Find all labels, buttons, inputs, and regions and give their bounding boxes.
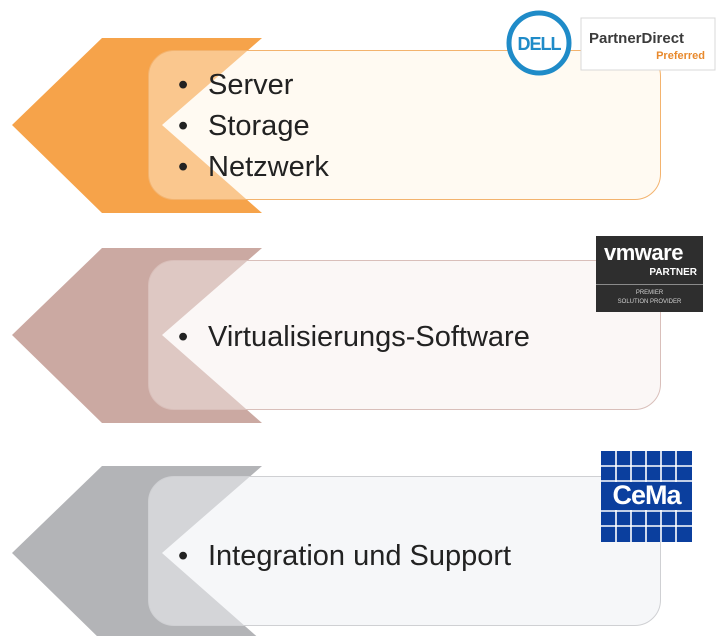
dell-logo-icon: DELL bbox=[506, 10, 716, 76]
vmware-wordmark: vmware bbox=[604, 240, 683, 265]
cema-grid-icon bbox=[601, 451, 692, 542]
solution-provider-label: SOLUTION PROVIDER bbox=[617, 299, 682, 305]
service-row-virtualization: Virtualisierungs-Software bbox=[0, 248, 718, 423]
bullet-item: Integration und Support bbox=[178, 536, 511, 577]
premier-label: PREMIER bbox=[635, 290, 664, 296]
logo-divider bbox=[596, 284, 703, 285]
service-row-support: Integration und Support bbox=[0, 466, 718, 636]
partnerdirect-label: PartnerDirect bbox=[589, 30, 685, 47]
bullet-item: Storage bbox=[178, 106, 329, 147]
partner-label: PARTNER bbox=[649, 267, 697, 278]
mauve-chevron-shape bbox=[12, 248, 262, 423]
virtualization-bullet-list: Virtualisierungs-Software bbox=[178, 317, 530, 358]
vmware-partner-logo: vmware PARTNER PREMIER SOLUTION PROVIDER bbox=[596, 236, 703, 312]
support-bullet-list: Integration und Support bbox=[178, 536, 511, 577]
cema-logo: CeMa bbox=[601, 451, 692, 542]
svg-text:DELL: DELL bbox=[518, 34, 562, 54]
service-row-hardware: Server Storage Netzwerk bbox=[0, 38, 718, 213]
bullet-item: Netzwerk bbox=[178, 147, 329, 188]
cema-wordmark: CeMa bbox=[612, 480, 681, 510]
hardware-bullet-list: Server Storage Netzwerk bbox=[178, 65, 329, 188]
dell-partnerdirect-logo: DELL PartnerDirect Preferred bbox=[505, 10, 717, 76]
bullet-item: Server bbox=[178, 65, 329, 106]
preferred-label: Preferred bbox=[656, 50, 705, 62]
bullet-item: Virtualisierungs-Software bbox=[178, 317, 530, 358]
